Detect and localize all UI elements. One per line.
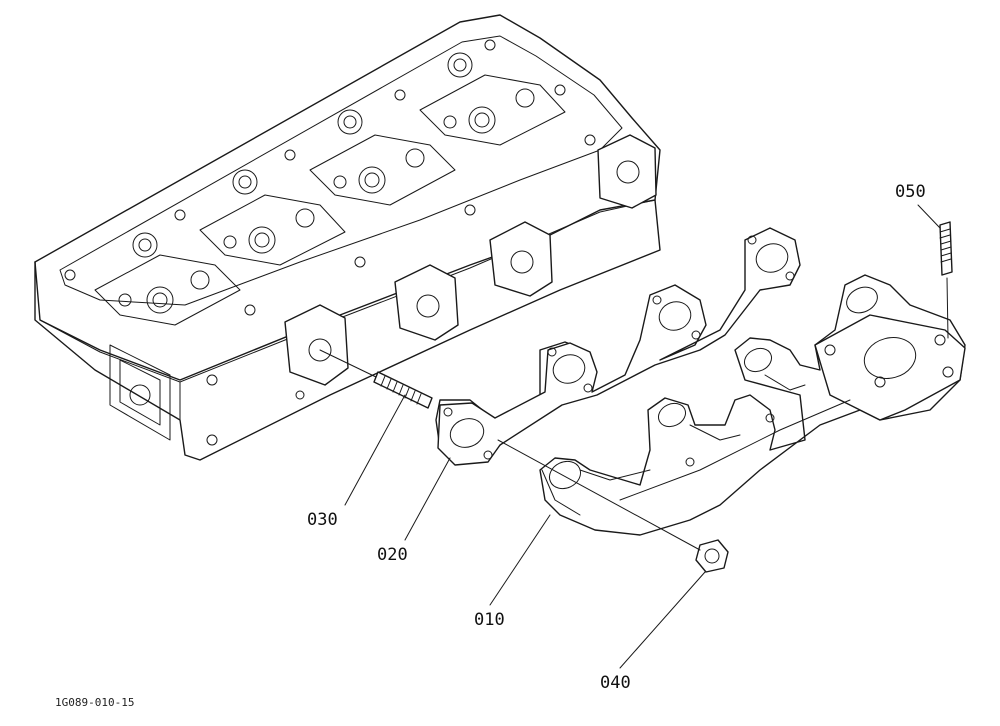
drawing-reference-code: 1G089-010-15 [55, 696, 134, 709]
callout-040: 040 [600, 673, 631, 693]
callout-010: 010 [474, 610, 505, 630]
leader-lines [344, 204, 941, 669]
cylinder-head [34, 14, 661, 461]
valve-bay-1 [94, 232, 241, 326]
exhaust-manifold [539, 274, 966, 536]
callout-020: 020 [377, 545, 408, 565]
valve-bay-4 [419, 52, 566, 146]
stud-bolt-050 [939, 221, 953, 339]
stud-bolt-030 [319, 349, 433, 409]
flange-nut-040 [497, 439, 729, 573]
exhaust-gasket [435, 227, 801, 466]
valve-bay-2 [199, 169, 346, 266]
valve-bay-3 [309, 109, 456, 206]
callout-050: 050 [895, 182, 926, 202]
callout-030: 030 [307, 510, 338, 530]
